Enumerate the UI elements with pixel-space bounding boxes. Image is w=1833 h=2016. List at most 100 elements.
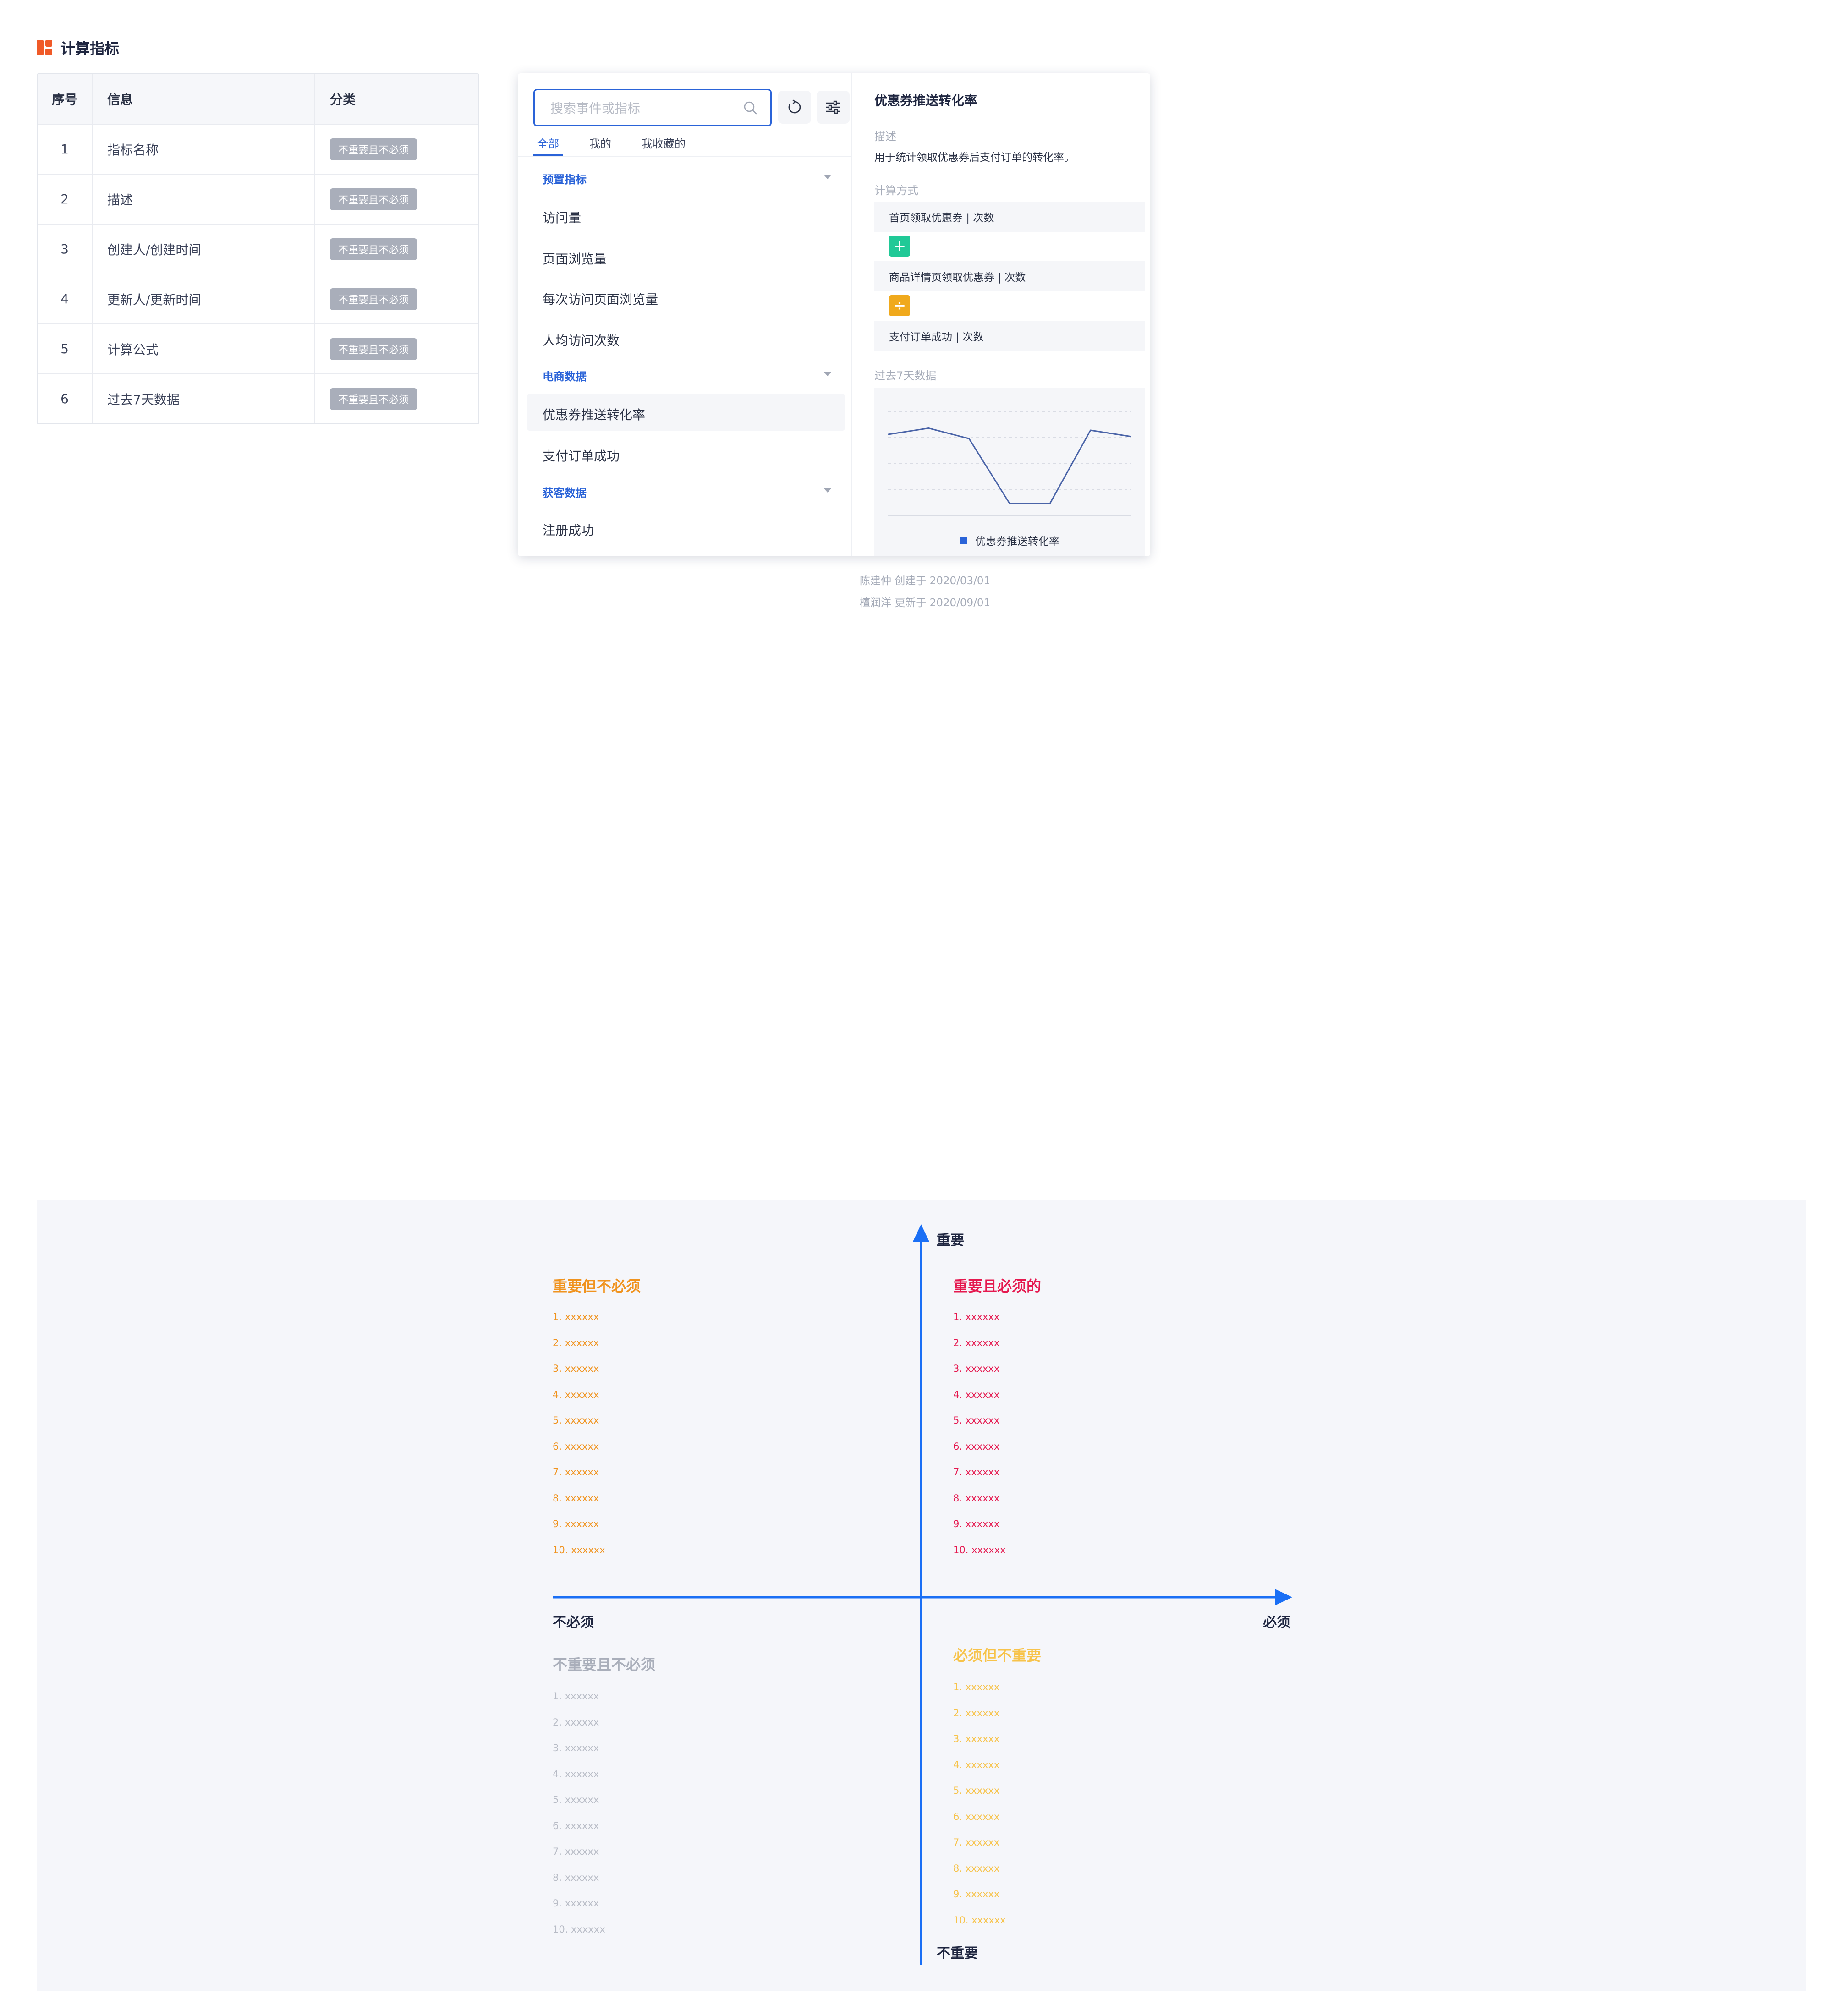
list-item: 4. xxxxxx	[953, 1389, 1000, 1400]
formula-operand: 支付订单成功 | 次数	[874, 321, 1145, 351]
series-line	[888, 427, 1131, 504]
list-item: 3. xxxxxx	[553, 1742, 599, 1753]
list-item[interactable]: 页面浏览量	[543, 252, 607, 267]
list-item: 5. xxxxxx	[553, 1794, 599, 1805]
list-item: 3. xxxxxx	[953, 1733, 1000, 1744]
plus-operator: +	[889, 236, 910, 257]
list-item: 2. xxxxxx	[953, 1707, 1000, 1719]
list-item-selected[interactable]: 优惠券推送转化率	[543, 407, 646, 422]
section-header: 计算指标	[37, 37, 119, 59]
category-badge: 不重要且不必须	[330, 138, 417, 160]
quadrant-title-unimportant-optional: 不重要且不必须	[553, 1656, 656, 1673]
row-info: 更新人/更新时间	[93, 274, 315, 323]
metric-detail-pane: 优惠券推送转化率 描述 用于统计领取优惠券后支付订单的转化率。 计算方式 首页领…	[859, 73, 1150, 556]
column-header-no: 序号	[38, 74, 93, 124]
updated-info: 檀润洋 更新于 2020/09/01	[860, 597, 991, 609]
group-header-preset[interactable]: 预置指标	[543, 173, 587, 186]
chevron-down-icon[interactable]	[824, 372, 831, 376]
group-header-acquisition[interactable]: 获客数据	[543, 487, 587, 499]
list-item: 3. xxxxxx	[553, 1363, 599, 1374]
list-item: 9. xxxxxx	[953, 1889, 1000, 1900]
search-placeholder: 搜索事件或指标	[550, 101, 641, 116]
table-row: 5 计算公式 不重要且不必须	[38, 323, 478, 373]
table-row: 3 创建人/创建时间 不重要且不必须	[38, 224, 478, 274]
search-input[interactable]: 搜索事件或指标	[533, 89, 772, 126]
table-row: 6 过去7天数据 不重要且不必须	[38, 373, 478, 423]
list-item: 6. xxxxxx	[553, 1441, 599, 1452]
list-item: 8. xxxxxx	[553, 1492, 599, 1504]
section-title: 计算指标	[60, 40, 120, 57]
list-item: 9. xxxxxx	[553, 1898, 599, 1909]
category-badge: 不重要且不必须	[330, 388, 417, 410]
quadrant-list-unimportant-optional: 1. xxxxxx 2. xxxxxx 3. xxxxxx 4. xxxxxx …	[553, 1683, 605, 1942]
row-no: 6	[38, 374, 93, 423]
group-header-ecommerce[interactable]: 电商数据	[543, 370, 587, 383]
layout-icon	[37, 40, 52, 55]
filter-settings-button[interactable]	[817, 91, 850, 124]
list-item[interactable]: 支付订单成功	[543, 449, 620, 464]
description-label: 描述	[874, 130, 896, 143]
sliders-icon	[826, 100, 840, 114]
metric-picker-panel: 搜索事件或指标 全部 我的 我收藏的	[518, 73, 1150, 556]
row-category: 不重要且不必须	[315, 125, 478, 174]
detail-title: 优惠券推送转化率	[874, 93, 977, 108]
axis-label-important: 重要	[937, 1233, 964, 1249]
row-info: 描述	[93, 175, 315, 224]
tab-mine[interactable]: 我的	[589, 137, 611, 150]
chart-legend: 优惠券推送转化率	[874, 532, 1145, 548]
tab-favorites[interactable]: 我收藏的	[642, 137, 686, 150]
quadrant-list-important-required: 1. xxxxxx 2. xxxxxx 3. xxxxxx 4. xxxxxx …	[953, 1304, 1006, 1563]
formula-operand: 首页领取优惠券 | 次数	[874, 202, 1145, 232]
list-item: 6. xxxxxx	[953, 1811, 1000, 1822]
list-item: 10. xxxxxx	[953, 1914, 1006, 1926]
category-badge: 不重要且不必须	[330, 238, 417, 260]
row-info: 过去7天数据	[93, 374, 315, 423]
list-item: 1. xxxxxx	[553, 1691, 599, 1702]
row-category: 不重要且不必须	[315, 225, 478, 274]
axis-label-required: 必须	[1263, 1615, 1290, 1631]
chart-label: 过去7天数据	[874, 369, 937, 382]
tabs-divider	[518, 156, 852, 157]
refresh-button[interactable]	[778, 91, 811, 124]
list-item: 7. xxxxxx	[953, 1467, 1000, 1478]
row-info: 指标名称	[93, 125, 315, 174]
list-item[interactable]: 注册成功	[543, 523, 594, 538]
row-info: 创建人/创建时间	[93, 225, 315, 274]
tab-all[interactable]: 全部	[533, 133, 563, 156]
category-badge: 不重要且不必须	[330, 338, 417, 360]
description-text: 用于统计领取优惠券后支付订单的转化率。	[874, 152, 1075, 164]
search-icon[interactable]	[743, 100, 757, 115]
quadrant-title-required-unimportant: 必须但不重要	[953, 1647, 1042, 1664]
list-item: 1. xxxxxx	[953, 1311, 1000, 1322]
list-item[interactable]: 访问量	[543, 210, 582, 225]
list-item: 3. xxxxxx	[953, 1363, 1000, 1374]
info-table: 序号 信息 分类 1 指标名称 不重要且不必须 2 描述 不重要且不必须 3 创…	[37, 73, 479, 424]
list-item: 5. xxxxxx	[553, 1415, 599, 1426]
chevron-down-icon[interactable]	[824, 175, 831, 179]
list-item[interactable]: 人均访问次数	[543, 333, 620, 348]
category-badge: 不重要且不必须	[330, 188, 417, 210]
arrow-up-icon	[913, 1224, 929, 1242]
quadrant-list-required-unimportant: 1. xxxxxx 2. xxxxxx 3. xxxxxx 4. xxxxxx …	[953, 1674, 1006, 1933]
table-row: 1 指标名称 不重要且不必须	[38, 124, 478, 174]
list-item: 6. xxxxxx	[553, 1820, 599, 1831]
line-chart	[888, 411, 1131, 516]
quadrant-list-important-optional: 1. xxxxxx 2. xxxxxx 3. xxxxxx 4. xxxxxx …	[553, 1304, 605, 1563]
divide-operator: ÷	[889, 295, 910, 316]
metric-list-pane: 搜索事件或指标 全部 我的 我收藏的	[518, 73, 852, 556]
list-item: 2. xxxxxx	[553, 1337, 599, 1348]
tab-bar: 全部 我的 我收藏的	[533, 133, 712, 156]
list-item[interactable]: 每次访问页面浏览量	[543, 292, 659, 307]
axis-label-not-important: 不重要	[937, 1945, 978, 1961]
row-category: 不重要且不必须	[315, 324, 478, 373]
list-item: 5. xxxxxx	[953, 1415, 1000, 1426]
list-item: 7. xxxxxx	[953, 1837, 1000, 1848]
axis-label-not-required: 不必须	[553, 1615, 594, 1631]
priority-quadrant: 重要 不重要 不必须 必须 重要但不必须 1. xxxxxx 2. xxxxxx…	[37, 1200, 1806, 1991]
legend-swatch	[960, 537, 967, 544]
list-item: 8. xxxxxx	[953, 1863, 1000, 1874]
row-no: 2	[38, 175, 93, 224]
list-item: 4. xxxxxx	[553, 1389, 599, 1400]
list-item: 6. xxxxxx	[953, 1441, 1000, 1452]
chevron-down-icon[interactable]	[824, 488, 831, 493]
